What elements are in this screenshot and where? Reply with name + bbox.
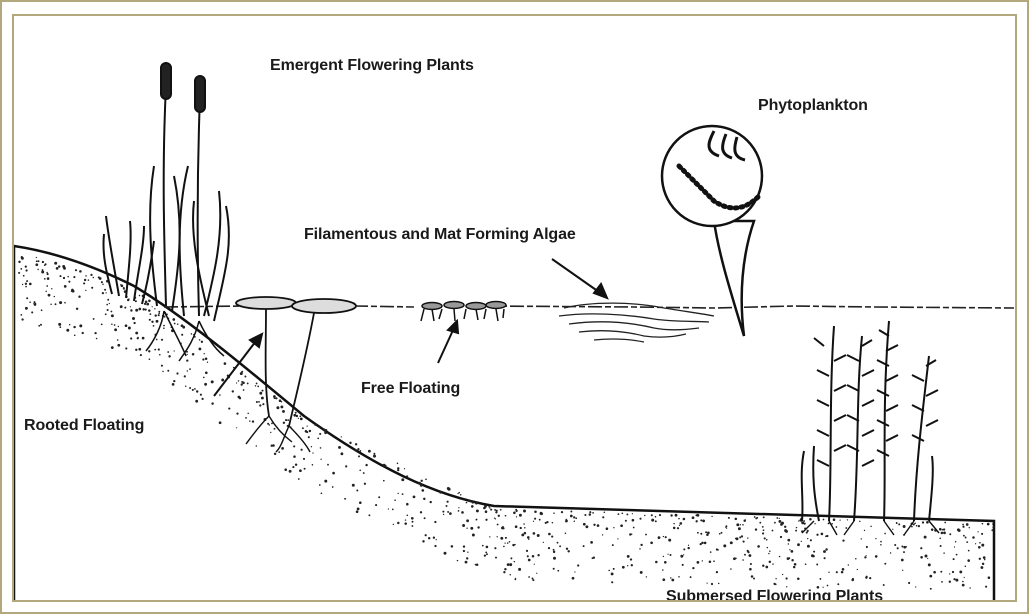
arrow-free-floating [438,328,454,363]
arrow-algae [552,259,599,292]
label-filamentous-algae: Filamentous and Mat Forming Algae [304,226,576,244]
diagram-panel: Emergent Flowering Plants Phytoplankton … [12,14,1017,602]
label-emergent-flowering-plants: Emergent Flowering Plants [270,57,474,75]
algae-mat-drawing [559,303,714,342]
label-phytoplankton: Phytoplankton [758,97,868,115]
phytoplankton-callout [662,126,762,336]
label-submersed-flowering-plants: Submersed Flowering Plants [666,588,883,602]
label-rooted-floating: Rooted Floating [24,417,144,435]
free-floating-drawing [421,302,506,322]
sediment-bank [14,246,994,602]
submersed-plants-drawing [802,321,939,535]
label-free-floating: Free Floating [361,380,460,398]
arrows [214,259,607,396]
